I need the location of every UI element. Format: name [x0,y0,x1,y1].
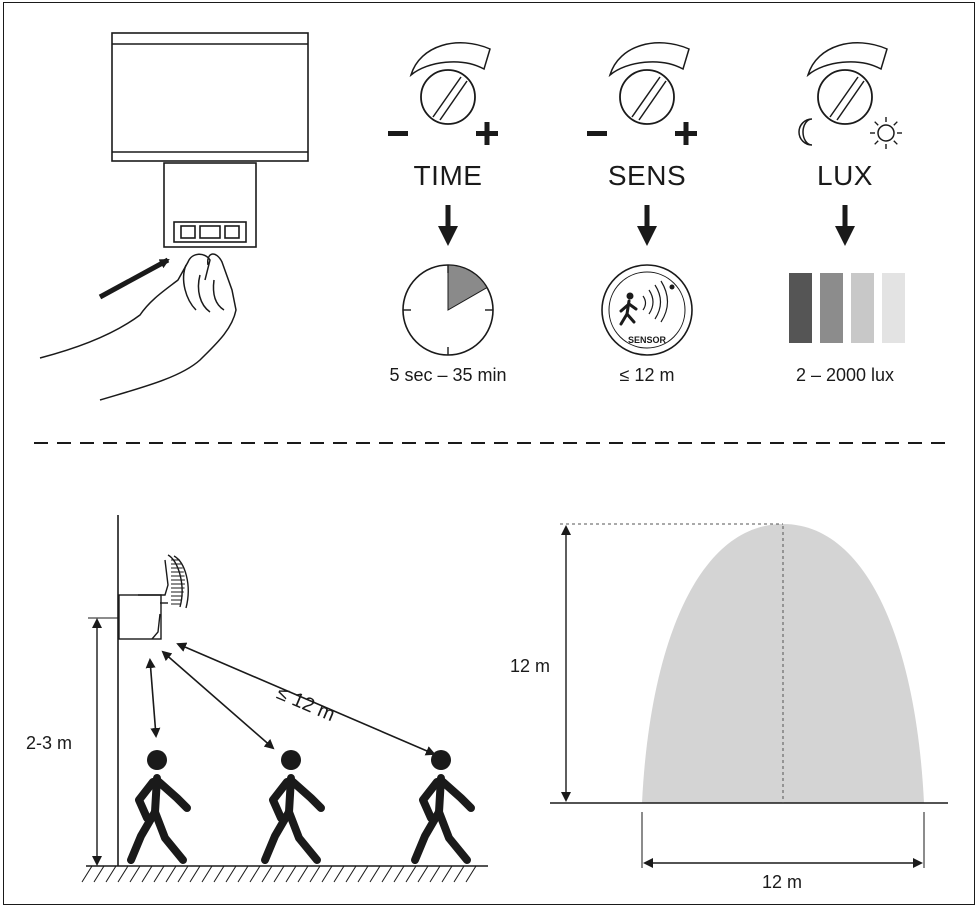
minus-icon [587,131,607,136]
lux-swatch [820,273,843,343]
sun-icon [870,117,902,149]
sens-label: SENS [607,160,687,191]
time-label: TIME [413,160,483,191]
lux-label: LUX [817,160,873,191]
minus-icon [388,131,408,136]
sens-range: ≤ 12 m [619,365,675,385]
lux-swatch [789,273,812,343]
time-dial [388,42,498,246]
ground-hatching [81,865,488,883]
coverage-height-label: 12 m [510,656,551,676]
lux-range: 2 – 2000 lux [795,365,895,385]
person-figure [411,750,475,864]
person-figure [127,750,191,864]
detection-arrows [145,642,436,756]
sens-dial [587,42,697,246]
push-arrow [98,257,170,300]
sensor-unit-front [111,32,309,248]
timer-clock-icon [402,264,494,356]
time-down-arrow [438,205,458,246]
plus-icon [476,122,498,145]
lux-dial [798,42,902,246]
brightness-swatch-icon [789,273,905,343]
mounted-sensor-side [118,554,189,640]
sensor-badge-label: SENSOR [628,335,667,345]
mount-height-label: 2-3 m [26,733,73,753]
moon-icon [798,118,813,146]
coverage-zone [642,524,924,803]
coverage-width-label: 12 m [762,872,803,892]
lux-down-arrow [835,205,855,246]
diagram-frame [3,2,975,905]
adjusting-hand [39,253,237,401]
lux-swatch [882,273,905,343]
sens-down-arrow [637,205,657,246]
lux-swatch [851,273,874,343]
sensor-range-icon: SENSOR [601,264,693,356]
person-figure [261,750,325,864]
plus-icon [675,122,697,145]
time-range: 5 sec – 35 min [389,365,507,385]
